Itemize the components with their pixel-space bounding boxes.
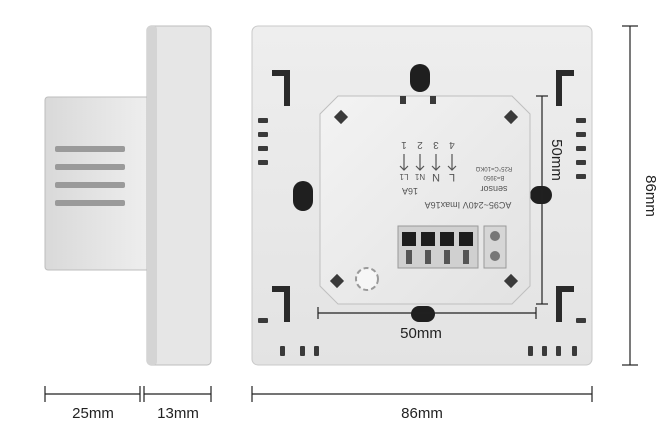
module-width-label: 50mm [400,325,442,342]
terminal-name-4: L [449,171,455,183]
terminal-name-2: N1 [414,172,425,181]
terminal-number-1: 1 [401,139,407,150]
module-round-vent [355,267,379,291]
side-depth-label: 25mm [72,405,114,422]
sensor-label: sensor [480,184,507,194]
terminal-number-3: 3 [433,139,439,150]
side-vent-fins [55,146,125,206]
module-height-label: 50mm [548,139,565,181]
module-printed-labels: AC95~240V Imax16A 16A L1 N1 N L sensor B… [399,139,512,210]
front-height-label: 86mm [642,175,659,217]
sensor-sub-a: B=3950 [483,174,505,180]
front-view: AC95~240V Imax16A 16A L1 N1 N L sensor B… [251,25,593,366]
module-rating-text: 16A [402,186,418,196]
mounting-holes [293,64,552,322]
inner-dimension-lines [317,95,548,319]
side-thickness-label: 13mm [157,405,199,422]
terminal-name-3: N [432,171,440,183]
terminal-module: AC95~240V Imax16A 16A L1 N1 N L sensor B… [319,95,531,305]
front-width-label: 86mm [401,405,443,422]
terminal-number-2: 2 [417,139,423,150]
side-view [44,25,212,366]
corner-clips [272,70,574,322]
terminal-number-4: 4 [449,139,455,150]
module-voltage-text: AC95~240V Imax16A [425,200,512,210]
terminal-name-1: L1 [399,172,408,181]
outer-dimension-lines [44,25,638,402]
sensor-sub-b: R25°C=10KΩ [475,165,512,171]
panel-vent-slots [258,118,586,356]
